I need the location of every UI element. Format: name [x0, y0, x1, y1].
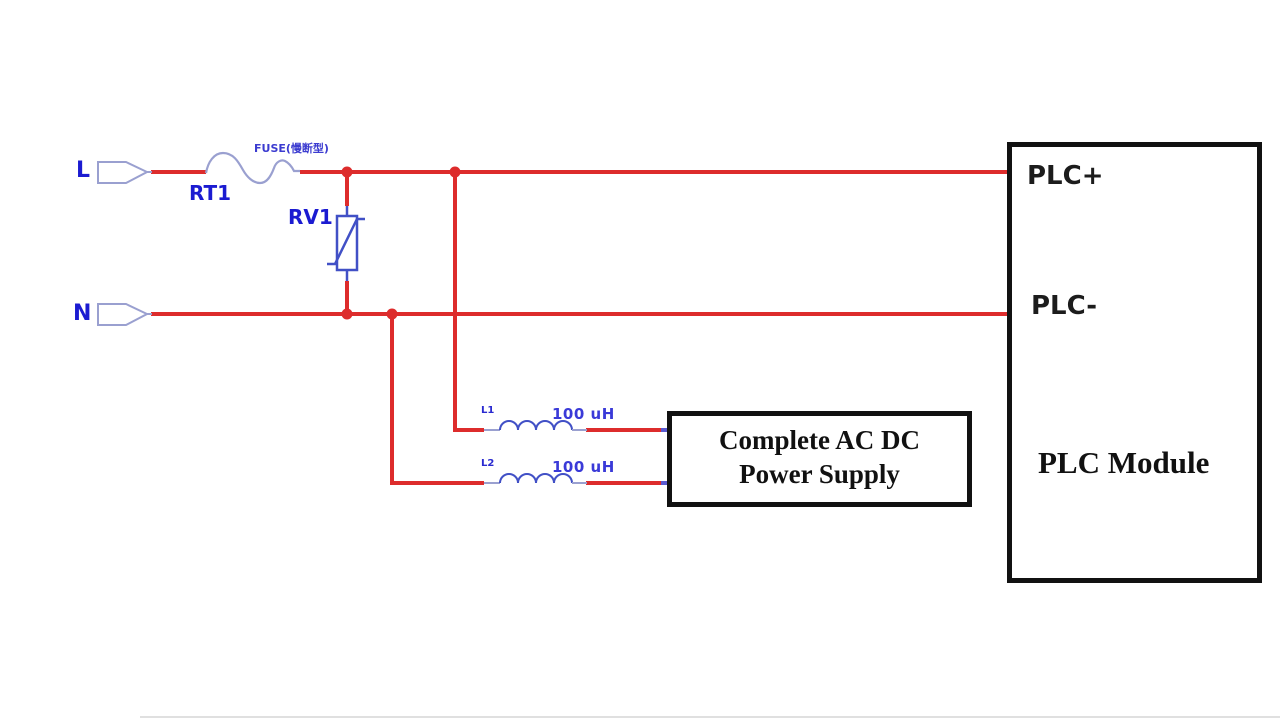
terminal-connector-l	[97, 161, 150, 184]
varistor-designator-label: RV1	[288, 205, 333, 229]
inductor-l1-coils	[499, 420, 573, 431]
fuse-annotation-label: FUSE(慢断型)	[254, 142, 329, 155]
terminal-l-label: L	[76, 158, 91, 183]
inductor-l2-coils	[499, 473, 573, 484]
varistor-symbol	[327, 206, 365, 281]
inductor-l1-symbol	[484, 420, 587, 431]
junction-dot-live-varistor	[341, 166, 353, 178]
fuse-symbol	[204, 151, 300, 185]
page-bottom-rule	[140, 716, 1280, 718]
power-supply-title-line2: Power Supply	[739, 459, 900, 489]
plc-negative-pin-label: PLC-	[1031, 291, 1098, 321]
wire-live-drop-to-l1	[453, 172, 484, 432]
junction-dot-live-drop	[449, 166, 461, 178]
plc-positive-pin-label: PLC+	[1027, 161, 1104, 191]
fuse-designator-label: RT1	[189, 181, 232, 205]
power-supply-box: Complete AC DC Power Supply	[667, 411, 972, 507]
inductor-l2-symbol	[484, 473, 587, 484]
varistor-diagonal	[327, 217, 365, 266]
plc-module-title: PLC Module	[1038, 445, 1210, 480]
inductor-l1-value-label: 100 uH	[552, 405, 615, 423]
inductor-l1-designator-label: L1	[481, 405, 495, 416]
inductor-l2-designator-label: L2	[481, 458, 495, 469]
wire-neutral-drop-to-l2	[390, 314, 484, 485]
terminal-n-label: N	[73, 301, 92, 326]
inductor-l2-value-label: 100 uH	[552, 458, 615, 476]
power-supply-title-line1: Complete AC DC	[719, 425, 920, 455]
junction-dot-neutral-varistor	[341, 308, 353, 320]
terminal-connector-n	[97, 303, 150, 326]
junction-dot-neutral-drop	[386, 308, 398, 320]
plc-module-box: PLC+ PLC- PLC Module	[1007, 142, 1262, 583]
